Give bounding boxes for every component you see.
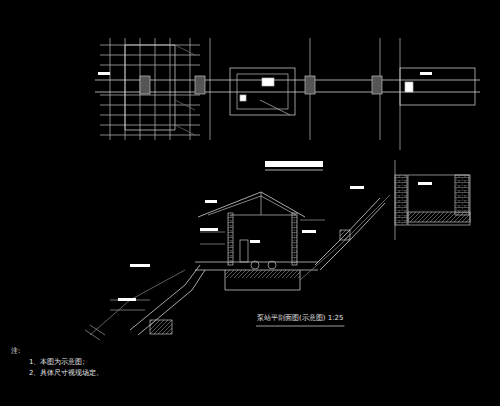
plan-view — [95, 38, 480, 170]
section-view — [85, 72, 432, 340]
section-caption: 泵站平剖面图(示意图) 1:25 — [256, 314, 344, 322]
caption-underline — [256, 326, 344, 327]
note-text: 注: — [10, 347, 21, 355]
note-text: 2、具体尺寸视现场定。 — [28, 369, 104, 377]
note-text: 1、本图为示意图; — [28, 358, 86, 366]
wall-detail — [395, 160, 470, 240]
